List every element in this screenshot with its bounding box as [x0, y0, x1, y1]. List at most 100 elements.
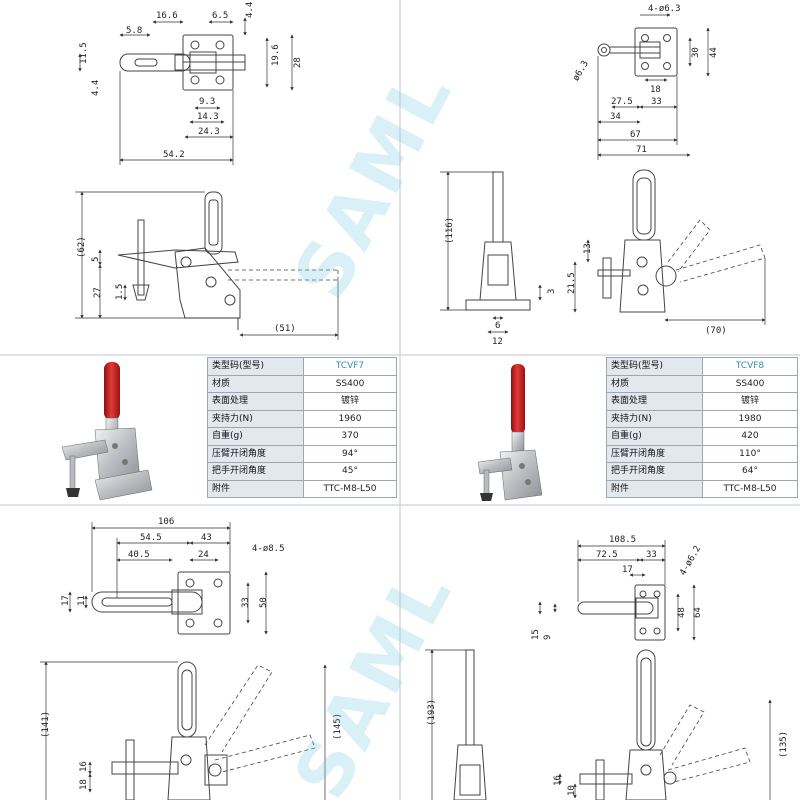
dim-label: (141) [41, 711, 51, 738]
dim-label: 18 [650, 85, 661, 95]
spec-value: 镀锌 [303, 392, 397, 411]
dim-label: 71 [636, 145, 647, 155]
bottom-left-side-dims: (141) 16 18 (145) [41, 711, 343, 790]
dim-label: 11 [77, 595, 87, 606]
spec-label: 附件 [207, 479, 304, 498]
spec-row: 自重(g)370 [207, 427, 397, 446]
dim-label: 4-ø8.5 [252, 544, 285, 554]
dim-label: 30 [691, 47, 701, 58]
spec-value: 370 [303, 427, 397, 446]
top-left-plan-dims: 16.6 6.5 4.4 5.8 11.5 4.4 19.6 28 9.3 14… [79, 2, 303, 160]
spec-row: 类型码(型号)TCVF7 [207, 357, 397, 376]
dim-label: 11.5 [79, 42, 89, 64]
spec-value: SS400 [702, 374, 798, 393]
spec-value: TCVF8 [702, 357, 798, 376]
dim-label: 9 [543, 635, 553, 640]
spec-row: 表面处理镀锌 [207, 392, 397, 411]
bottom-right-plan-dims: 108.5 72.5 33 17 4-ø6.2 48 64 15 9 [531, 535, 703, 640]
dim-label: 50 [259, 597, 269, 608]
bottom-right-plan-view [538, 540, 696, 641]
spec-label: 自重(g) [606, 427, 703, 446]
spec-value: SS400 [303, 374, 397, 393]
dim-label: 108.5 [609, 535, 636, 545]
dim-label: 34 [610, 112, 621, 122]
dim-label: 24 [198, 550, 209, 560]
spec-value: 110° [702, 444, 798, 463]
dim-label: 4.4 [245, 2, 255, 18]
top-right-plan-view [597, 13, 710, 160]
dim-label: (135) [779, 731, 789, 758]
spec-row: 夹持力(N)1980 [606, 409, 798, 428]
spec-value: 镀锌 [702, 392, 798, 411]
dim-label: 21.5 [567, 272, 577, 294]
bottom-right-side-dims: (193) 16 10 (135) [427, 699, 789, 796]
dim-label: 17 [622, 565, 633, 575]
bottom-right-side-view [425, 649, 772, 800]
dim-label: 6 [495, 321, 500, 331]
spec-label: 类型码(型号) [207, 357, 304, 376]
dim-label: ø6.3 [571, 59, 591, 83]
spec-value: 1980 [702, 409, 798, 428]
dim-label: 1.5 [115, 284, 125, 300]
top-left-side-view [75, 191, 339, 340]
spec-label: 材质 [207, 374, 304, 393]
dim-label: 43 [201, 533, 212, 543]
bottom-left-side-view [40, 661, 327, 800]
dim-label: 6.5 [212, 11, 228, 21]
spec-value: TCVF7 [303, 357, 397, 376]
spec-label: 夹持力(N) [606, 409, 703, 428]
bottom-left-plan-view [68, 522, 268, 635]
dim-label: 33 [651, 97, 662, 107]
spec-label: 压臂开闭角度 [606, 444, 703, 463]
dim-label: (145) [333, 713, 343, 740]
spec-label: 表面处理 [207, 392, 304, 411]
dim-label: 19.6 [271, 44, 281, 66]
spec-value: 64° [702, 462, 798, 481]
spec-value: 94° [303, 444, 397, 463]
dim-label: 3 [547, 289, 557, 294]
dim-label: 5.8 [126, 26, 142, 36]
dim-label: 54.2 [163, 150, 185, 160]
spec-row: 夹持力(N)1960 [207, 409, 397, 428]
spec-value: TTC-M8-L50 [303, 479, 397, 498]
dim-label: 54.5 [140, 533, 162, 543]
dim-label: (193) [427, 699, 437, 726]
spec-label: 压臂开闭角度 [207, 444, 304, 463]
spec-value: 45° [303, 462, 397, 481]
dim-label: 24.3 [198, 127, 220, 137]
dim-label: 14.3 [197, 112, 219, 122]
product-photo-tcvf7 [61, 362, 153, 501]
dim-label: 18 [79, 779, 89, 790]
top-right-plan-dims: 4-ø6.3 ø6.3 30 44 18 27.5 33 34 67 71 [571, 4, 719, 155]
spec-row: 自重(g)420 [606, 427, 798, 446]
spec-label: 表面处理 [606, 392, 703, 411]
dim-label: 16 [79, 761, 89, 772]
spec-label: 附件 [606, 479, 703, 498]
dim-label: 4-ø6.3 [648, 4, 681, 14]
spec-row: 类型码(型号)TCVF8 [606, 357, 798, 376]
dim-label: 5 [91, 257, 101, 262]
dim-label: 27.5 [611, 97, 633, 107]
dim-label: 28 [293, 57, 303, 68]
spec-value: 1960 [303, 409, 397, 428]
dim-label: 48 [677, 607, 687, 618]
dim-label: 44 [709, 47, 719, 58]
top-left-plan-view [78, 17, 294, 165]
bottom-left-plan-dims: 106 54.5 43 40.5 24 4-ø8.5 17 11 33 50 [61, 517, 285, 608]
dim-label: 33 [646, 550, 657, 560]
dim-label: 4-ø6.2 [678, 544, 703, 577]
dim-label: 27 [93, 287, 103, 298]
spec-value: 420 [702, 427, 798, 446]
product-photo-tcvf8 [477, 364, 543, 501]
